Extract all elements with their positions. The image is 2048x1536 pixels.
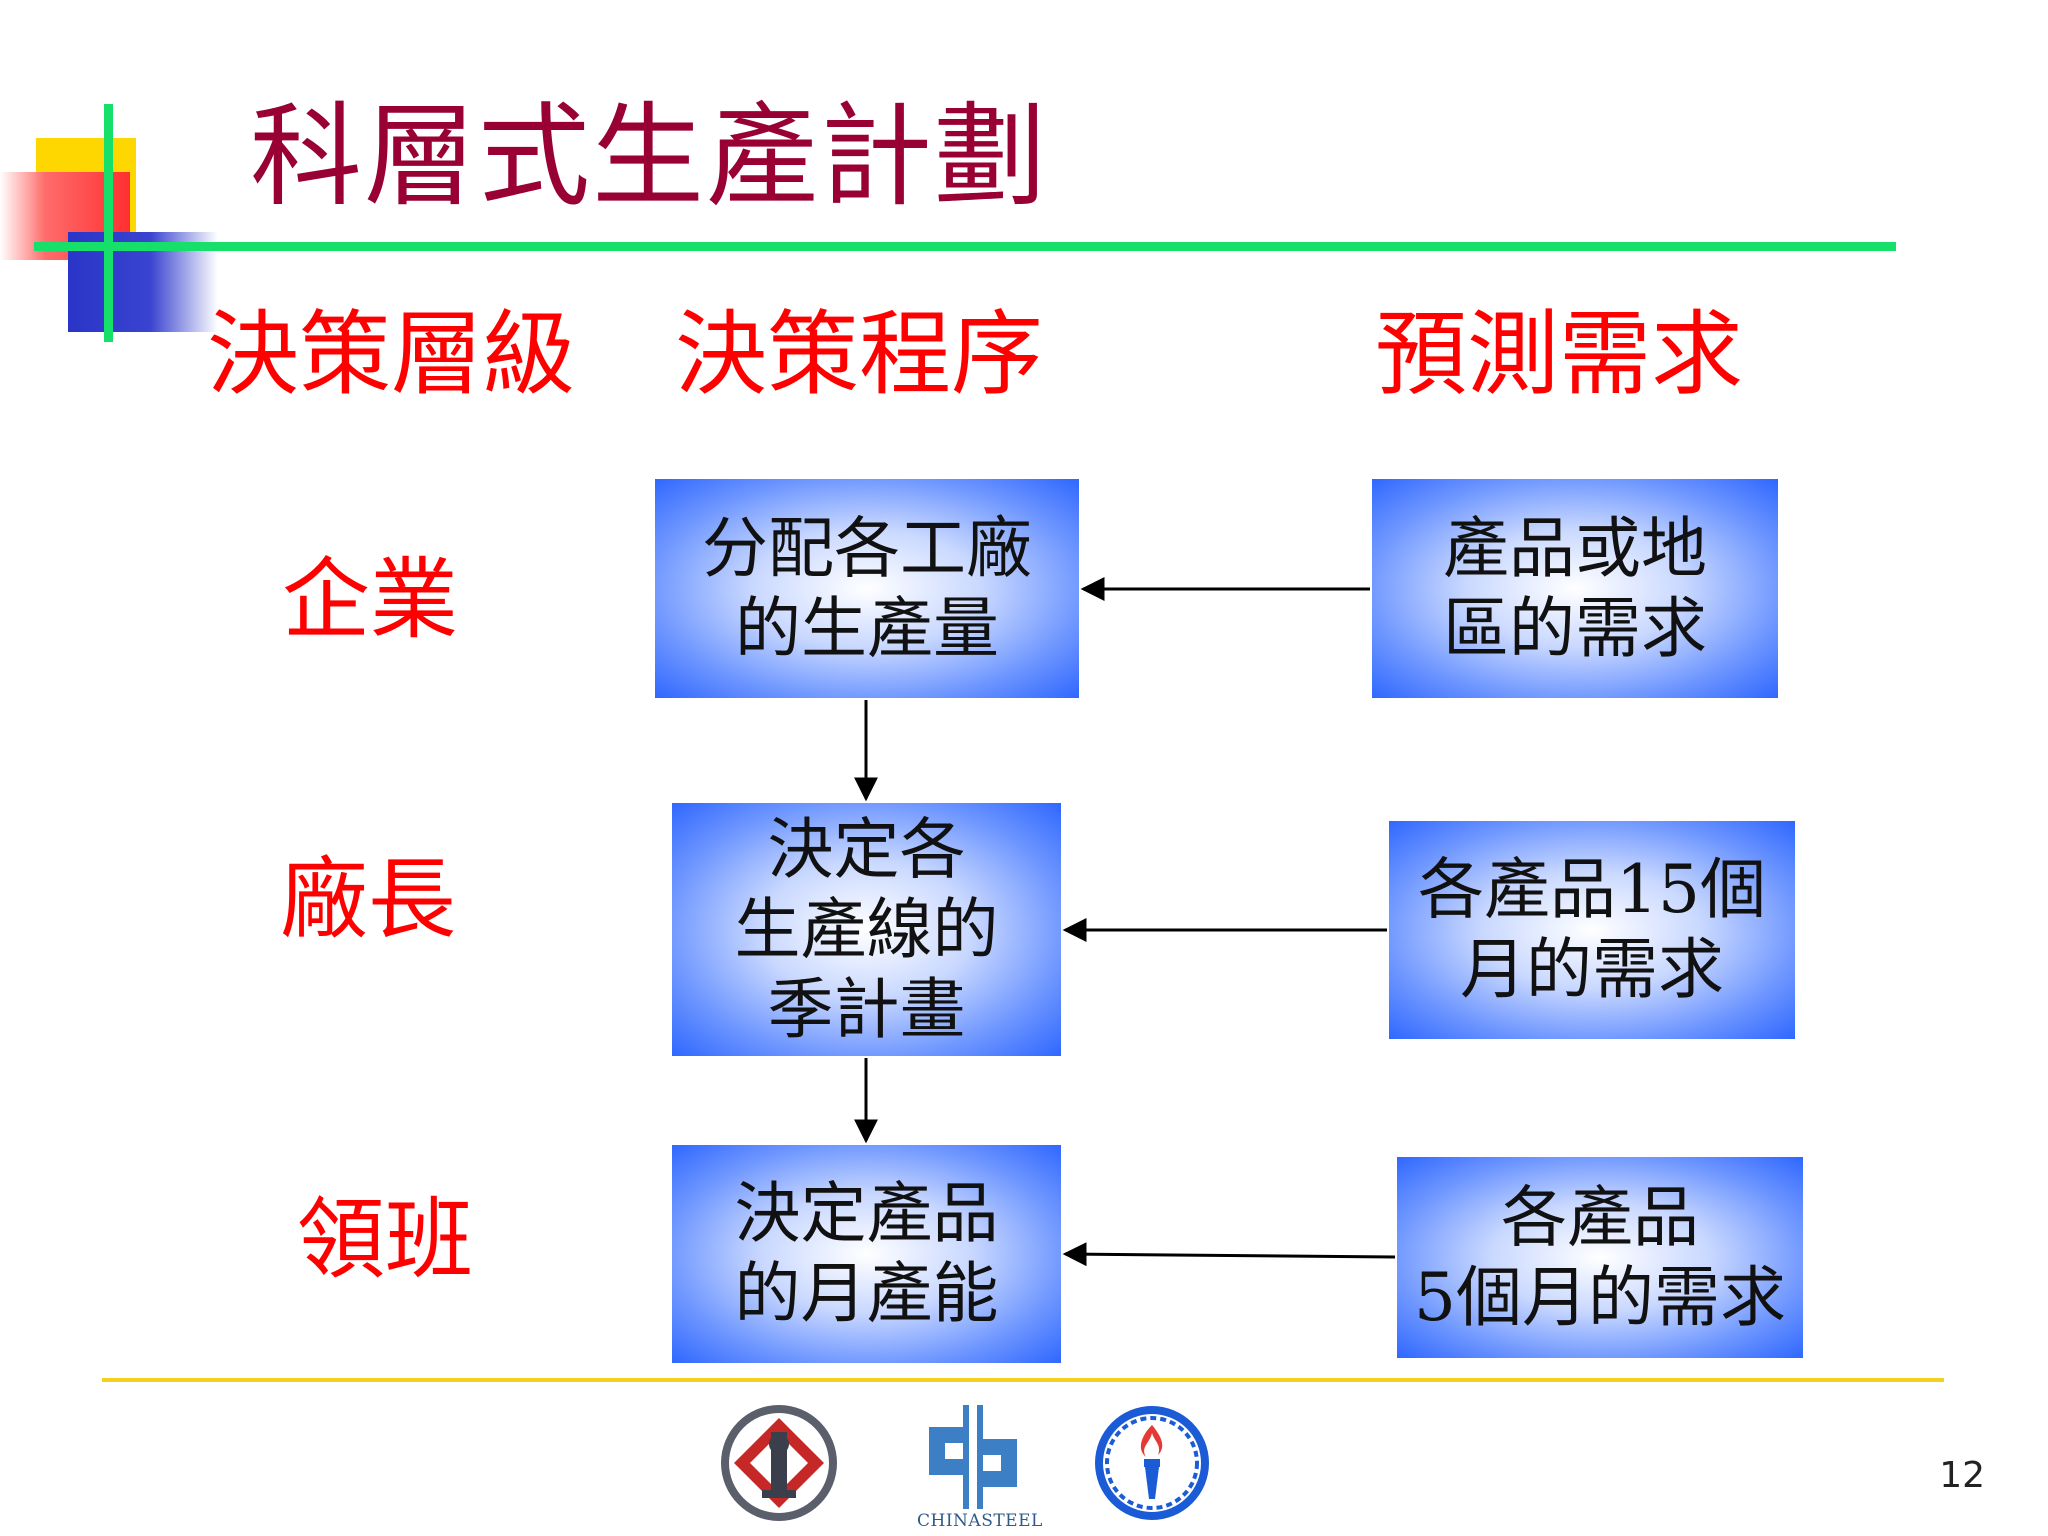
torch-emblem-logo <box>1095 1406 1209 1520</box>
column-heading-decision-process: 決策程序 <box>675 301 1044 408</box>
demand-box-plant-manager-text: 各產品15個 月的需求 <box>1418 851 1766 1008</box>
column-heading-decision-level: 決策層級 <box>207 301 576 408</box>
process-box-foreman: 決定產品 的月產能 <box>672 1145 1061 1363</box>
decor-vertical-line <box>104 104 113 342</box>
column-heading-forecast-demand: 預測需求 <box>1375 301 1744 408</box>
level-label-plant-manager: 廠長 <box>280 848 457 951</box>
process-box-enterprise: 分配各工廠 的生產量 <box>655 479 1079 698</box>
left-emblem-logo <box>721 1405 837 1521</box>
demand-box-foreman: 各產品 5個月的需求 <box>1397 1157 1803 1358</box>
level-label-foreman: 領班 <box>297 1188 474 1291</box>
chinasteel-caption: CHINASTEEL <box>917 1511 1043 1531</box>
process-box-enterprise-text: 分配各工廠 的生產量 <box>702 509 1032 667</box>
footer-divider <box>102 1378 1944 1382</box>
process-box-plant-manager-text: 決定各 生產線的 季計畫 <box>734 810 999 1048</box>
slide-title: 科層式生產計劃 <box>250 92 1048 222</box>
level-label-enterprise: 企業 <box>282 548 459 651</box>
demand-box-foreman-text: 各產品 5個月的需求 <box>1414 1178 1786 1336</box>
chinasteel-logo <box>929 1405 1017 1509</box>
process-box-foreman-text: 決定產品 的月產能 <box>734 1175 999 1332</box>
page-number: 12 <box>1939 1455 1985 1496</box>
demand-box-enterprise: 產品或地 區的需求 <box>1372 479 1778 698</box>
title-underline <box>34 242 1896 251</box>
demand-box-plant-manager: 各產品15個 月的需求 <box>1389 821 1795 1039</box>
demand-box-enterprise-text: 產品或地 區的需求 <box>1443 509 1707 667</box>
arrow-foreman-demand-to-process <box>1062 1242 1396 1267</box>
process-box-plant-manager: 決定各 生產線的 季計畫 <box>672 803 1061 1056</box>
